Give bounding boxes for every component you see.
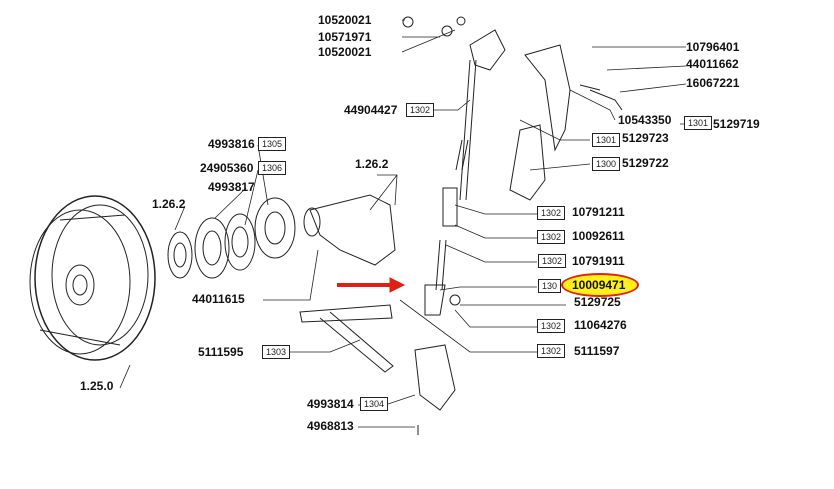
fork-bracket-drawing: [509, 44, 623, 201]
group-box: 1301: [592, 133, 621, 147]
part-label: 24905360: [200, 161, 254, 175]
leader-lines: [119, 19, 687, 428]
part-label: 4993814: [307, 397, 354, 411]
group-box: 1302: [537, 319, 566, 333]
part-label: 16067221: [686, 76, 740, 90]
group-box: 1304: [360, 397, 389, 411]
part-label: 10520021: [318, 13, 372, 27]
group-box: 1302: [537, 206, 566, 220]
group-box: 1302: [406, 103, 435, 117]
part-label: 11064276: [574, 318, 627, 332]
part-label: 44011662: [686, 57, 739, 71]
rod-and-lever-drawing: [299, 16, 506, 435]
part-label: 10791211: [572, 205, 625, 219]
group-box: 1303: [262, 345, 291, 359]
part-label: 4968813: [307, 419, 354, 433]
group-box: 1305: [258, 137, 287, 151]
part-label: 44904427: [344, 103, 398, 117]
group-box: 1306: [258, 161, 287, 175]
part-label: 10796401: [686, 40, 740, 54]
part-label: 5111597: [574, 344, 620, 358]
part-label: 5129722: [622, 156, 669, 170]
group-box: 1302: [537, 344, 566, 358]
red-arrow: [337, 277, 406, 293]
part-label: 4993816: [208, 137, 255, 151]
part-label: 10571971: [318, 30, 372, 44]
part-label: 5129719: [713, 117, 760, 131]
sleeve-drawing: [303, 194, 396, 266]
part-label: 4993817: [208, 180, 255, 194]
part-label: 5111595: [198, 345, 244, 359]
clutch-assembly-drawing: [29, 195, 156, 361]
group-box: 1302: [537, 230, 566, 244]
part-label: 44011615: [192, 292, 245, 306]
group-box: 1302: [538, 254, 567, 268]
bearing-drawing: [167, 197, 296, 279]
group-box: 1300: [592, 157, 621, 171]
part-label: 10092611: [572, 229, 625, 243]
part-label: 5129725: [574, 295, 621, 309]
part-label: 5129723: [622, 131, 669, 145]
reference-label: 1.26.2: [152, 197, 186, 211]
reference-label: 1.26.2: [355, 157, 389, 171]
part-label: 10520021: [318, 45, 372, 59]
part-label: 10791911: [572, 254, 625, 268]
reference-label: 1.25.0: [80, 379, 114, 393]
group-box: 1301: [684, 116, 713, 130]
highlighted-part-label: 10009471: [572, 278, 626, 292]
highlight-ellipse: [561, 273, 639, 297]
group-box: 130: [538, 279, 562, 293]
part-label: 10543350: [618, 113, 672, 127]
